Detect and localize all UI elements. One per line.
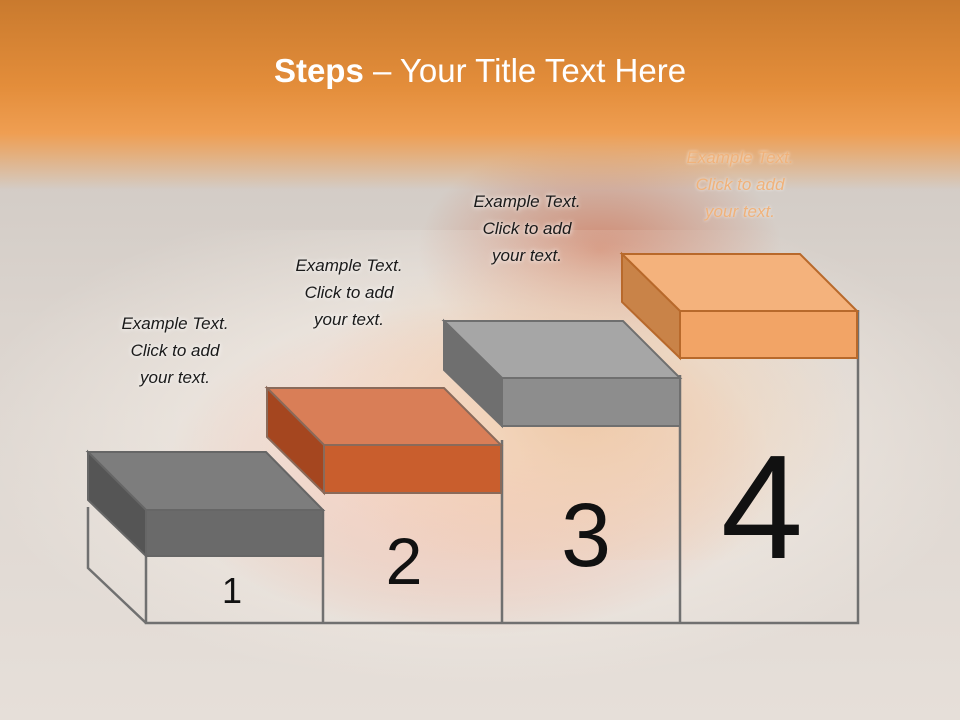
step-1-side <box>86 507 147 624</box>
title-bold: Steps <box>273 52 364 89</box>
step-2-text-line-3: your text. <box>314 310 384 329</box>
step-1-text[interactable]: Example Text. Click to add your text. <box>95 310 255 391</box>
step-1-block[interactable] <box>85 449 326 559</box>
step-2-block[interactable] <box>264 385 504 496</box>
step-1-text-line-1: Example Text. <box>121 314 229 333</box>
step-3-number: 3 <box>561 486 611 586</box>
step-4-text-line-3: your text. <box>705 202 775 221</box>
step-4-text[interactable]: Example Text. Click to add your text. <box>660 144 820 225</box>
step-3-text[interactable]: Example Text. Click to add your text. <box>447 188 607 269</box>
step-3-text-line-2: Click to add <box>482 219 572 238</box>
step-3-text-line-3: your text. <box>492 246 562 265</box>
step-1-text-line-2: Click to add <box>130 341 220 360</box>
title-rest: – Your Title Text Here <box>363 52 687 89</box>
step-4-text-line-1: Example Text. <box>686 148 794 167</box>
step-2-text-line-1: Example Text. <box>295 256 403 275</box>
step-3-block[interactable] <box>441 318 683 429</box>
step-4-number: 4 <box>721 425 803 590</box>
slide-title[interactable]: Steps – Your Title Text Here <box>0 52 960 90</box>
step-2-text-line-2: Click to add <box>304 283 394 302</box>
step-4-text-line-2: Click to add <box>695 175 785 194</box>
step-2-number: 2 <box>386 524 423 598</box>
step-1-text-line-3: your text. <box>140 368 210 387</box>
step-2-text[interactable]: Example Text. Click to add your text. <box>269 252 429 333</box>
title-band <box>0 0 960 190</box>
step-3-text-line-1: Example Text. <box>473 192 581 211</box>
step-4-block[interactable] <box>619 251 860 361</box>
step-1-number: 1 <box>222 570 242 611</box>
